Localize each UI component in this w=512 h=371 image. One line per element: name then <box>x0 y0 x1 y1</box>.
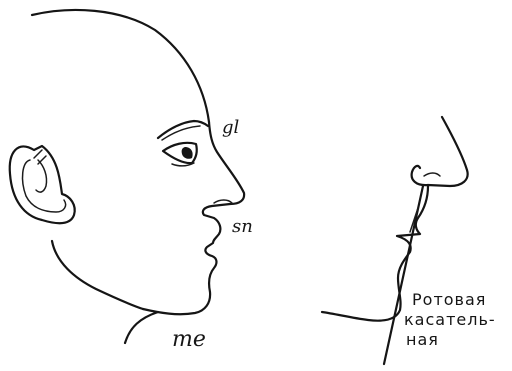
jaw-line <box>52 241 143 309</box>
skull-outline <box>32 10 209 122</box>
label-subnasale: sn <box>232 216 253 237</box>
face-profile <box>143 122 244 314</box>
ear <box>10 146 75 223</box>
lower-profile: Ротовая касатель- ная <box>322 117 496 364</box>
label-tangent-1: Ротовая <box>412 290 486 309</box>
nostril <box>214 200 232 203</box>
neck-line <box>125 312 158 343</box>
label-tangent-3: ная <box>406 330 439 349</box>
head-profile: gl sn me <box>10 10 253 352</box>
label-glabella: gl <box>222 117 240 138</box>
label-menton: me <box>172 327 206 352</box>
label-tangent-2: касатель- <box>404 310 496 329</box>
